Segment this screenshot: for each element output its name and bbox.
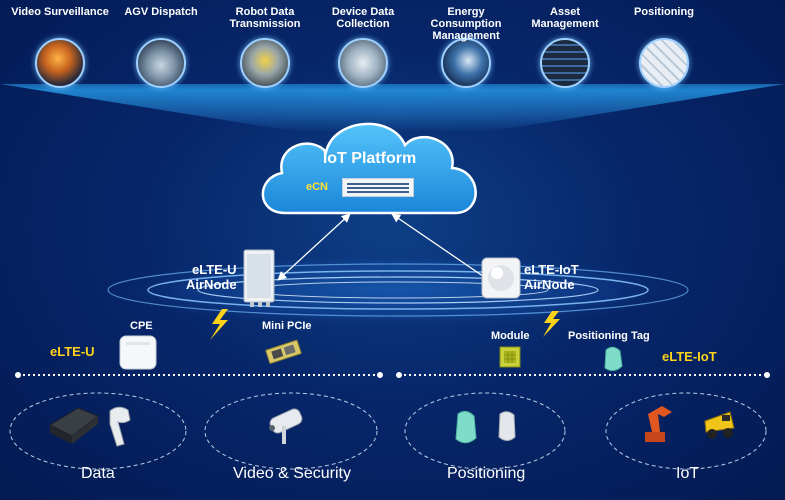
iot-category-outline <box>605 392 767 470</box>
lightning-icon <box>543 311 560 337</box>
energy-management-thumbnail <box>441 38 491 88</box>
app-robot-data-transmission: Robot Data Transmission <box>215 6 315 88</box>
link-arrow-elte-iot <box>391 213 494 284</box>
app-agv-dispatch: AGV Dispatch <box>111 6 211 88</box>
app-device-data-collection: Device Data Collection <box>313 6 413 88</box>
cpe-label: CPE <box>130 320 153 332</box>
app-label: Robot Data Transmission <box>229 6 301 30</box>
app-label: Asset Management <box>531 6 599 30</box>
elte-iot-airnode-line2: AirNode <box>524 277 575 292</box>
link-arrow-elte-u <box>277 213 351 281</box>
app-asset-management: Asset Management <box>515 6 615 88</box>
positioning-map-thumbnail <box>639 38 689 88</box>
app-positioning: Positioning <box>614 6 714 88</box>
positioning-tag-icon <box>498 411 516 441</box>
security-camera-icon <box>269 408 303 444</box>
iot-platform: IoT Platform eCN <box>262 118 477 218</box>
iot-platform-cloud <box>261 122 477 215</box>
elte-iot-airnode-device <box>481 257 521 299</box>
elte-iot-airnode-label: eLTE-IoT AirNode <box>524 262 579 292</box>
app-label: AGV Dispatch <box>124 6 198 18</box>
agv-dispatch-thumbnail <box>136 38 186 88</box>
payment-terminal-icon <box>48 407 100 444</box>
elte-u-airnode-line1: eLTE-U <box>192 262 237 277</box>
category-positioning-label: Positioning <box>447 465 526 482</box>
lightning-icon <box>210 309 228 340</box>
app-label: Positioning <box>634 6 694 18</box>
video-security-category-outline <box>204 392 378 470</box>
barcode-scanner-icon <box>109 406 131 447</box>
module-chip <box>499 346 521 368</box>
cpe-device <box>119 335 157 370</box>
elte-u-airnode-line2: AirNode <box>186 277 237 292</box>
elte-u-airnode-device <box>243 249 275 307</box>
elte-u-band-label: eLTE-U <box>50 344 95 359</box>
robot-arm-icon <box>645 406 672 442</box>
positioning-tag-device <box>604 346 623 372</box>
app-video-surveillance: Video Surveillance <box>10 6 110 88</box>
module-label: Module <box>491 330 530 342</box>
positioning-tag-icon <box>455 410 477 444</box>
iot-platform-title: IoT Platform <box>322 150 417 167</box>
elte-u-band-line <box>15 372 383 378</box>
elte-u-airnode-label: eLTE-U AirNode <box>186 262 237 292</box>
mini-pcie-card <box>265 339 302 364</box>
elte-iot-band-line <box>396 372 770 378</box>
app-label: Video Surveillance <box>11 6 109 18</box>
mining-truck-icon <box>704 411 735 439</box>
app-label: Device Data Collection <box>331 6 395 30</box>
category-video-security-label: Video & Security <box>233 465 351 482</box>
ecn-server-icon <box>342 178 414 197</box>
elte-iot-airnode-line1: eLTE-IoT <box>524 262 579 277</box>
category-data-label: Data <box>81 465 115 482</box>
ecn-label: eCN <box>306 181 329 193</box>
mini-pcie-label: Mini PCIe <box>262 320 312 332</box>
data-category-outline <box>9 392 187 470</box>
device-collection-thumbnail <box>338 38 388 88</box>
positioning-category-outline <box>404 392 566 470</box>
category-iot-label: IoT <box>676 465 700 482</box>
video-surveillance-thumbnail <box>35 38 85 88</box>
asset-management-thumbnail <box>540 38 590 88</box>
elte-iot-band-label: eLTE-IoT <box>662 349 717 364</box>
app-energy-consumption-management: Energy Consumption Management <box>416 6 516 88</box>
robot-thumbnail <box>240 38 290 88</box>
positioning-tag-label: Positioning Tag <box>568 330 650 342</box>
